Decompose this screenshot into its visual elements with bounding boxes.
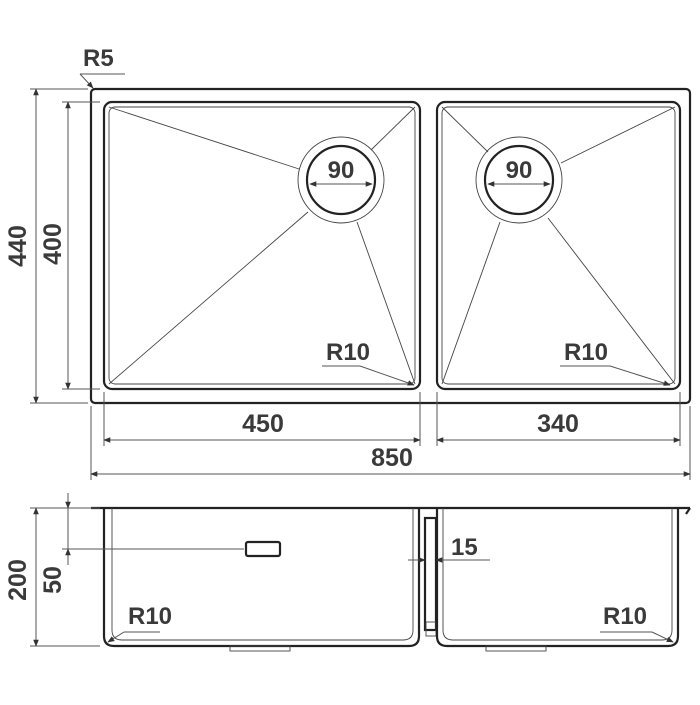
sink-outer-rim bbox=[89, 87, 692, 405]
right-drain-outer bbox=[475, 136, 563, 224]
bowl-depth-label: 400 bbox=[39, 223, 67, 265]
top-view bbox=[30, 73, 692, 480]
right-bowl-width-label: 340 bbox=[537, 410, 579, 438]
left-bowl-width-label: 450 bbox=[242, 410, 284, 438]
left-drain-label: 90 bbox=[328, 157, 355, 184]
corner-radius-label: R5 bbox=[83, 45, 114, 72]
right-drain-inner bbox=[483, 144, 555, 216]
bowl-divider bbox=[423, 516, 438, 632]
right-bowl bbox=[435, 100, 682, 391]
overall-depth-label: 440 bbox=[4, 225, 32, 267]
right-bowl-radius-label: R10 bbox=[564, 339, 608, 366]
overall-width-label: 850 bbox=[371, 444, 413, 472]
right-bowl-profile bbox=[435, 508, 680, 648]
left-bowl-radius-label: R10 bbox=[326, 339, 370, 366]
left-bottom-radius-label: R10 bbox=[128, 603, 172, 630]
right-bottom-radius-label: R10 bbox=[603, 603, 647, 630]
right-drain-label: 90 bbox=[506, 157, 533, 184]
divider-thickness-label: 15 bbox=[451, 534, 478, 561]
overflow-height-label: 50 bbox=[39, 566, 67, 594]
side-view bbox=[30, 493, 691, 652]
left-drain-outer bbox=[297, 136, 385, 224]
side-height-label: 200 bbox=[4, 559, 32, 601]
left-drain-inner bbox=[305, 144, 377, 216]
overflow-slot bbox=[244, 540, 282, 558]
left-bowl bbox=[102, 100, 422, 391]
